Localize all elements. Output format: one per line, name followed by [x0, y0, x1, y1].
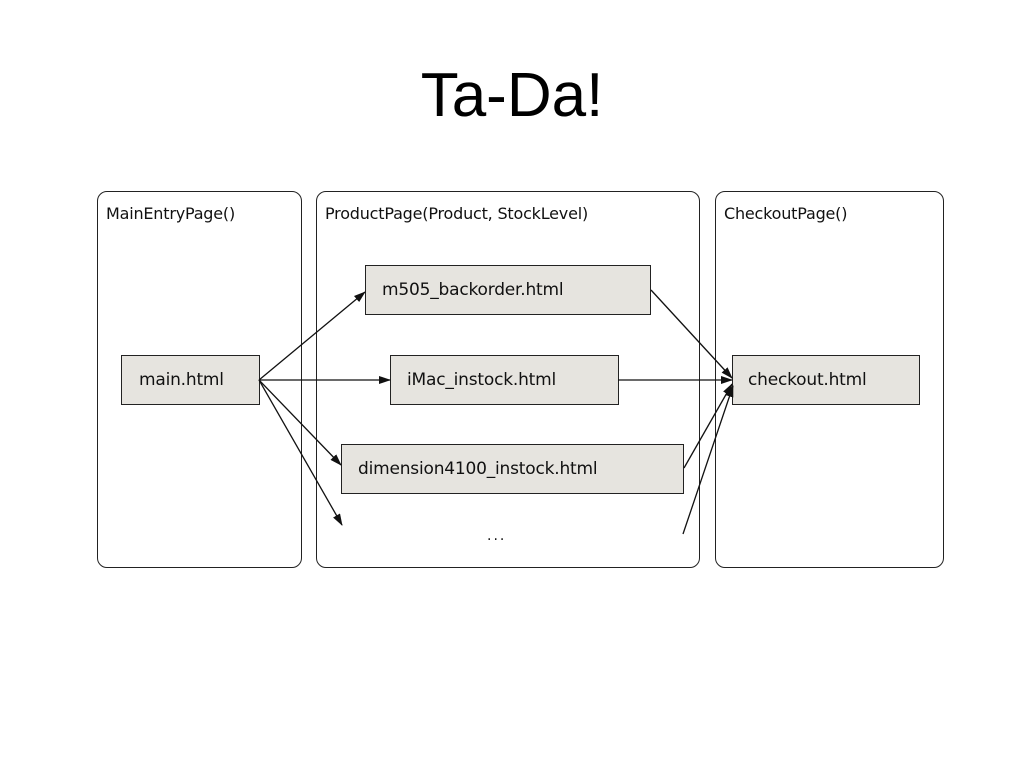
m505-backorder-label: m505_backorder.html — [382, 280, 564, 300]
product-page-label: ProductPage(Product, StockLevel) — [325, 204, 589, 223]
checkout-page-label: CheckoutPage() — [724, 204, 848, 223]
main-entry-page-label: MainEntryPage() — [106, 204, 235, 223]
more-pages-ellipsis: ... — [487, 528, 507, 544]
dimension4100-instock-node: dimension4100_instock.html — [341, 444, 684, 494]
dimension4100-instock-label: dimension4100_instock.html — [358, 459, 598, 479]
imac-instock-node: iMac_instock.html — [390, 355, 619, 405]
main-html-label: main.html — [139, 370, 224, 390]
imac-instock-label: iMac_instock.html — [407, 370, 556, 390]
slide-title: Ta-Da! — [420, 61, 604, 130]
m505-backorder-node: m505_backorder.html — [365, 265, 651, 315]
checkout-html-label: checkout.html — [748, 370, 867, 390]
main-html-node: main.html — [121, 355, 260, 405]
checkout-html-node: checkout.html — [732, 355, 920, 405]
